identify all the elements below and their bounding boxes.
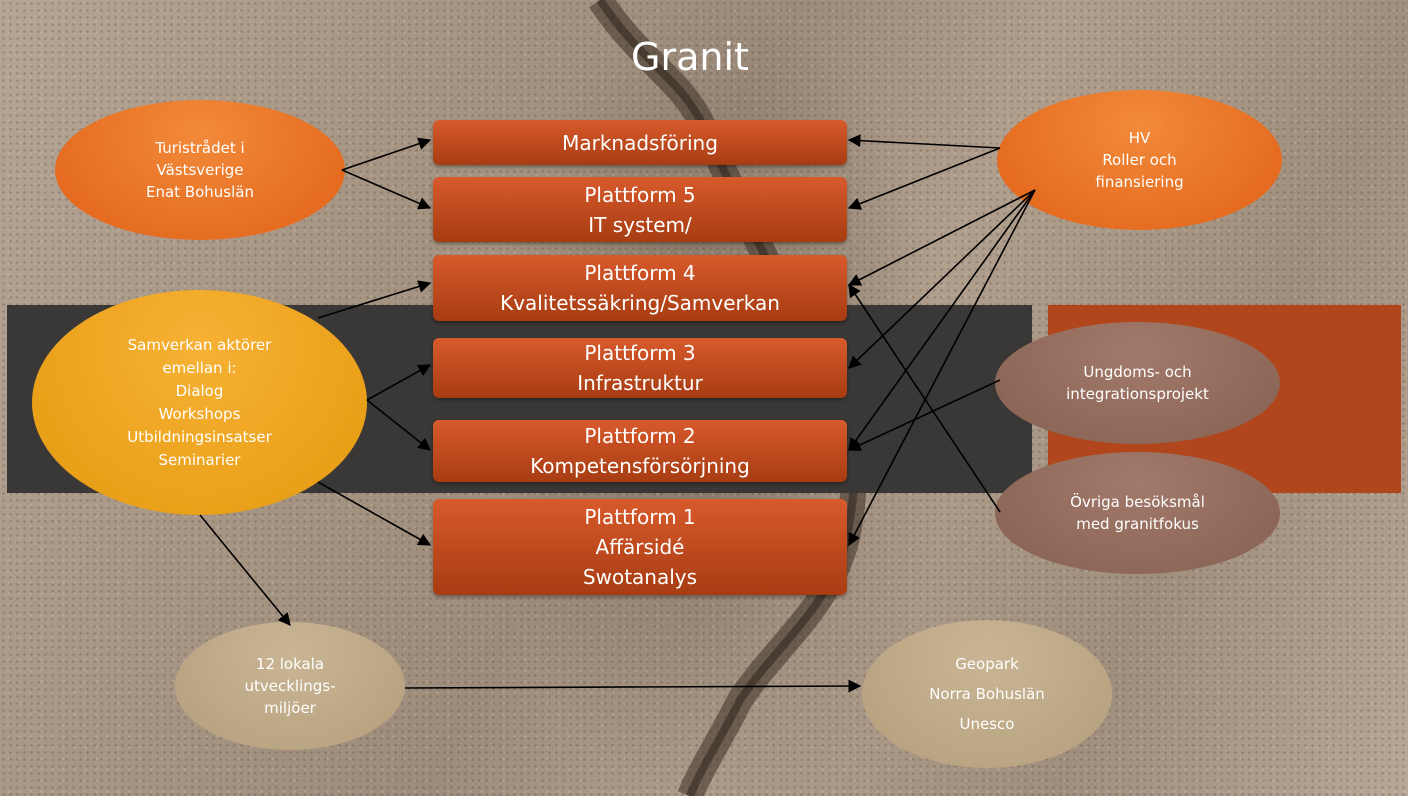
box-text: Kompetensförsörjning: [530, 454, 750, 478]
ellipse-text: Samverkan aktörer: [127, 335, 272, 354]
box-plattform-2: Plattform 2 Kompetensförsörjning: [433, 420, 847, 482]
ellipse-text: Ungdoms- och: [1083, 363, 1192, 381]
ellipse-text: Workshops: [158, 404, 241, 423]
ellipse-text: med granitfokus: [1076, 515, 1199, 533]
ellipse-text: 12 lokala: [255, 655, 325, 673]
ellipse-text: integrationsprojekt: [1066, 385, 1209, 403]
box-text: Infrastruktur: [577, 371, 703, 395]
ellipse-text: Enat Bohuslän: [146, 183, 254, 201]
ellipse-text: Västsverige: [156, 161, 244, 179]
ellipse-lokala: 12 lokala utvecklings- miljöer: [175, 622, 405, 750]
ellipse-text: utvecklings-: [244, 677, 336, 695]
ellipse-text: Utbildningsinsatser: [127, 427, 272, 446]
ellipse-text: miljöer: [264, 699, 316, 717]
ellipse-text: Unesco: [959, 715, 1015, 733]
box-plattform-4: Plattform 4 Kvalitetssäkring/Samverkan: [433, 255, 847, 321]
box-plattform-3: Plattform 3 Infrastruktur: [433, 338, 847, 398]
ellipse-text: HV: [1128, 129, 1151, 147]
ellipse-ungdoms: Ungdoms- och integrationsprojekt: [995, 322, 1280, 444]
box-plattform-1: Plattform 1 Affärsidé Swotanalys: [433, 499, 847, 595]
ellipse-text: Turistrådet i: [155, 139, 245, 157]
ellipse-text: Roller och: [1102, 151, 1177, 169]
ellipse-ovriga: Övriga besöksmål med granitfokus: [995, 452, 1280, 574]
ellipse-text: finansiering: [1095, 173, 1184, 191]
box-text: Affärsidé: [595, 535, 685, 559]
box-text: IT system/: [588, 212, 692, 237]
box-text: Kvalitetssäkring/Samverkan: [500, 291, 780, 315]
box-plattform-5: Plattform 5 IT system/: [433, 177, 847, 242]
box-text: Swotanalys: [582, 565, 698, 589]
page-title: Granit: [631, 35, 749, 79]
ellipse-turistradet: Turistrådet i Västsverige Enat Bohuslän: [55, 100, 345, 240]
ellipse-text: Norra Bohuslän: [929, 685, 1045, 703]
ellipse-text: Dialog: [175, 381, 224, 400]
box-text: Plattform 4: [584, 261, 696, 285]
box-text: Plattform 1: [584, 505, 696, 529]
box-text: Plattform 5: [584, 182, 696, 207]
ellipse-text: Geopark: [955, 655, 1019, 673]
ellipse-geopark: Geopark Norra Bohuslän Unesco: [862, 620, 1112, 768]
ellipse-text: emellan i:: [162, 358, 237, 377]
box-marknadsforing: Marknadsföring: [433, 120, 847, 165]
box-text: Marknadsföring: [562, 130, 718, 155]
box-text: Plattform 3: [584, 341, 696, 365]
box-text: Plattform 2: [584, 424, 696, 448]
ellipse-text: Övriga besöksmål: [1070, 493, 1205, 511]
ellipse-hv: HV Roller och finansiering: [997, 90, 1282, 230]
ellipse-samverkan: Samverkan aktörer emellan i: Dialog Work…: [32, 290, 367, 515]
ellipse-text: Seminarier: [158, 450, 241, 469]
